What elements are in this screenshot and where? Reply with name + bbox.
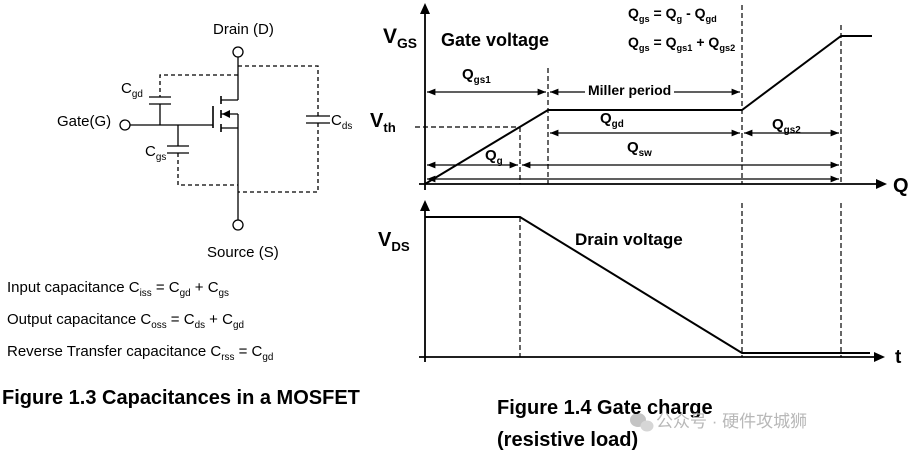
cgs-dashed-lead — [177, 153, 238, 186]
cds-label: Cds — [331, 112, 352, 131]
axis-subscript: GS — [397, 35, 418, 52]
axis-symbol: V — [378, 229, 392, 251]
interval-subscript: sw — [638, 147, 652, 159]
eq-text: Reverse Transfer capacitance C — [7, 343, 222, 360]
qgs2-label: Qgs2 — [772, 116, 801, 135]
input-capacitance-equation: Input capacitance Ciss = Cgd + Cgs — [7, 279, 229, 298]
formula-text: Q — [628, 5, 639, 21]
eq-subscript: gs — [218, 287, 229, 299]
cap-symbol: C — [145, 143, 156, 160]
source-label: Source (S) — [207, 244, 279, 261]
cds-dashed-lead-top — [238, 65, 319, 116]
interval-symbol: Q — [627, 139, 639, 156]
cap-subscript: gs — [155, 151, 167, 163]
qgs1-label: Qgs1 — [462, 66, 491, 85]
cap-subscript: gd — [131, 88, 143, 100]
eq-subscript: iss — [139, 287, 152, 299]
cap-symbol: C — [331, 112, 342, 129]
interval-subscript: gs2 — [783, 124, 801, 136]
cgd-label: Cgd — [121, 80, 143, 99]
eq-subscript: gd — [179, 287, 191, 299]
reverse-transfer-capacitance-equation: Reverse Transfer capacitance Crss = Cgd — [7, 343, 273, 362]
formula-text: Q — [628, 34, 639, 50]
formula-text: + Q — [692, 34, 720, 50]
eq-text: = C — [151, 279, 180, 296]
eq-subscript: oss — [151, 319, 167, 331]
body-arrow — [222, 110, 230, 118]
gate-voltage-label: Gate voltage — [441, 30, 550, 50]
eq-text: Input capacitance C — [7, 279, 140, 296]
gate-terminal — [119, 119, 131, 131]
eq-text: + C — [205, 311, 233, 328]
eq-subscript: rss — [221, 351, 235, 363]
eq-text: Output capacitance C — [7, 311, 152, 328]
eq-subscript: ds — [194, 319, 206, 331]
interval-subscript: gd — [611, 118, 624, 130]
axis-symbol: V — [383, 25, 398, 48]
qg-label: Qg — [485, 147, 503, 166]
figure-1-4-caption-line1: Figure 1.4 Gate charge — [497, 397, 713, 419]
cds-dashed-lead-bottom — [238, 123, 319, 193]
vth-symbol: V — [370, 110, 384, 132]
cap-symbol: C — [121, 80, 132, 97]
interval-subscript: gs1 — [473, 74, 491, 86]
vds-plot — [419, 200, 885, 362]
formula-subscript: g — [676, 13, 683, 24]
miller-period-label: Miller period — [585, 83, 675, 97]
formula-text: - Q — [682, 5, 706, 21]
formula-text: = Q — [649, 34, 677, 50]
vgs-axis-label: VGS — [383, 25, 417, 50]
eq-subscript: gd — [262, 351, 274, 363]
eq-text: = C — [234, 343, 263, 360]
interval-symbol: Q — [600, 110, 612, 127]
vth-label: Vth — [370, 110, 396, 134]
formula-subscript: gs1 — [676, 42, 693, 53]
output-capacitance-equation: Output capacitance Coss = Cds + Cgd — [7, 311, 244, 330]
interval-symbol: Q — [485, 147, 497, 164]
formula-subscript: gs — [638, 42, 650, 53]
formula-text: = Q — [649, 5, 677, 21]
eq-text: = C — [166, 311, 195, 328]
vds-axis-arrowhead — [420, 200, 430, 211]
t-axis-arrowhead — [874, 352, 885, 362]
vgs-axis-arrowhead — [420, 3, 430, 14]
drain-voltage-label: Drain voltage — [575, 230, 683, 249]
cap-subscript: ds — [341, 120, 353, 132]
eq-subscript: gd — [232, 319, 244, 331]
cgs-label: Cgs — [145, 143, 166, 162]
formula-subscript: gd — [705, 13, 717, 24]
q-axis-label: Q — [893, 175, 909, 197]
mosfet-circuit — [119, 46, 330, 231]
gate-label: Gate(G) — [57, 113, 112, 130]
formula-qgs-sum: Qgs = Qgs1 + Qgs2 — [628, 34, 735, 52]
q-axis-arrowhead — [876, 179, 887, 189]
eq-text: + C — [190, 279, 219, 296]
drain-terminal — [232, 46, 244, 58]
qgd-label: Qgd — [600, 110, 624, 129]
gate-voltage-curve — [424, 35, 872, 185]
watermark-text: 公众号 · 硬件攻城狮 — [656, 412, 808, 431]
source-terminal — [232, 219, 244, 231]
figure-1-3-caption: Figure 1.3 Capacitances in a MOSFET — [2, 387, 360, 409]
t-axis-label: t — [895, 347, 902, 368]
formula-subscript: gs — [638, 13, 650, 24]
drain-label: Drain (D) — [213, 21, 274, 38]
interval-subscript: g — [496, 155, 503, 167]
qsw-label: Qsw — [627, 139, 652, 158]
drain-voltage-curve — [425, 216, 870, 354]
cgd-dashed-lead — [159, 74, 238, 97]
axis-subscript: DS — [391, 239, 410, 255]
wechat-icon — [630, 413, 654, 432]
vth-subscript: th — [383, 120, 396, 136]
vds-axis-label: VDS — [378, 229, 410, 253]
interval-symbol: Q — [462, 66, 474, 83]
formula-qgs-difference: Qgs = Qg - Qgd — [628, 5, 717, 23]
figure-1-4-caption-line2: (resistive load) — [497, 429, 639, 451]
formula-subscript: gs2 — [719, 42, 736, 53]
interval-symbol: Q — [772, 116, 784, 133]
